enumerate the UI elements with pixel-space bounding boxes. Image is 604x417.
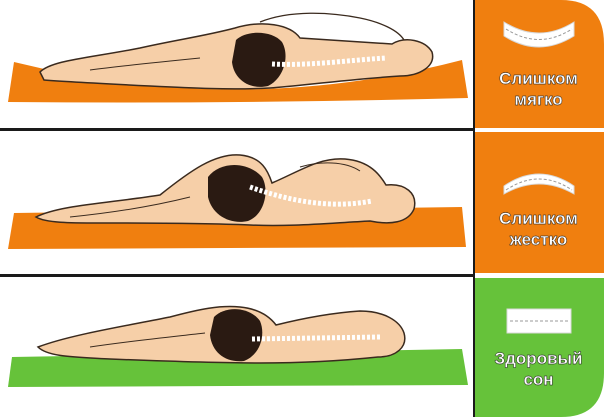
healthy-pelvis	[210, 309, 263, 362]
row-divider-1	[0, 128, 473, 131]
soft-spine	[271, 55, 387, 67]
label-healthy-sleep: Здоровый сон	[473, 348, 604, 390]
row-healthy-illustration	[8, 305, 468, 387]
soft-mattress	[8, 60, 468, 103]
row-too-soft-illustration	[8, 12, 468, 103]
label-too-hard-line2: жестко	[509, 230, 568, 249]
label-too-hard: Слишком жестко	[473, 208, 604, 250]
concave-mattress-icon	[503, 21, 575, 48]
label-healthy-line2: сон	[523, 370, 554, 389]
panel-bg-hard	[473, 132, 604, 273]
row-too-hard-illustration	[8, 154, 466, 249]
label-too-soft-line1: Слишком	[499, 69, 578, 88]
hard-spine	[249, 184, 373, 207]
row-divider-2	[0, 274, 473, 277]
label-too-soft: Слишком мягко	[473, 68, 604, 110]
healthy-spine	[251, 334, 381, 342]
label-too-hard-line1: Слишком	[499, 209, 578, 228]
flat-mattress-icon	[506, 308, 572, 334]
arched-mattress-icon	[503, 173, 575, 195]
label-healthy-line1: Здоровый	[494, 349, 583, 368]
soft-pelvis	[232, 32, 286, 87]
soft-arm	[259, 12, 405, 41]
label-too-soft-line2: мягко	[514, 90, 563, 109]
hard-pelvis	[208, 165, 266, 222]
